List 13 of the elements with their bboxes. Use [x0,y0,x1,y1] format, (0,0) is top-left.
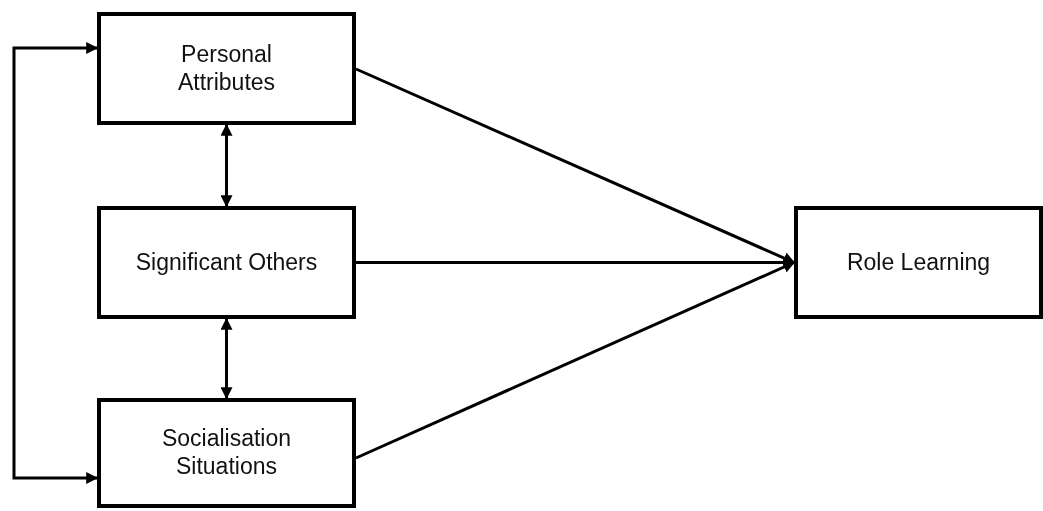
box-label: Significant Others [135,248,318,277]
process-box [794,206,1043,319]
arrow [355,261,796,460]
process-box [97,398,356,508]
box-label: Socialisation Situations [160,425,293,481]
arrow [220,317,233,400]
arrow [220,123,233,208]
process-box [97,206,356,319]
process-box [97,12,356,125]
box-label: Personal Attributes [176,40,277,97]
arrow [12,42,99,484]
box-label: Role Learning [846,248,991,277]
arrow [355,67,796,264]
